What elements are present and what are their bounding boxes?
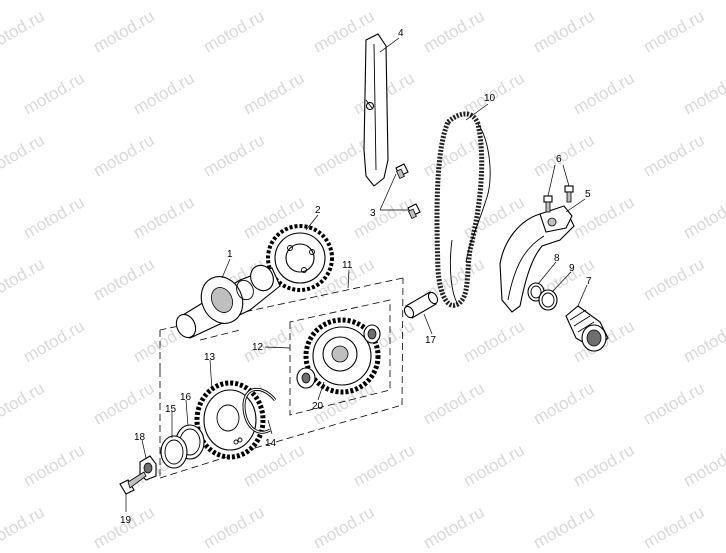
callout-9: 9 <box>569 263 575 274</box>
bolt-part-3-a <box>395 163 409 180</box>
callout-3: 3 <box>370 208 376 219</box>
assembly-box-inner <box>199 299 391 416</box>
bolt-part-6-a <box>543 195 553 213</box>
bearing-part-20-right <box>363 324 381 344</box>
callout-18: 18 <box>134 432 146 443</box>
callout-10: 10 <box>484 93 496 104</box>
cam-sprocket-part-2 <box>266 224 334 292</box>
bearing-part-20-left <box>296 367 316 389</box>
callout-12: 12 <box>252 342 264 353</box>
callout-11: 11 <box>342 260 353 271</box>
gear-part-13 <box>194 380 266 460</box>
callout-16: 16 <box>180 392 192 403</box>
tensioner-arm-part-5 <box>499 205 575 313</box>
camshaft-part-1 <box>175 264 281 339</box>
callout-2: 2 <box>315 205 321 216</box>
callout-15: 15 <box>165 404 177 415</box>
bolt-part-6-b <box>564 185 574 203</box>
callout-13: 13 <box>204 352 216 363</box>
circlip-part-14 <box>242 388 277 434</box>
callout-6: 6 <box>556 154 562 165</box>
timing-chain-part-10 <box>434 111 491 308</box>
chain-guide-part-4 <box>363 33 389 187</box>
callout-14: 14 <box>265 438 277 449</box>
leader-lines <box>125 37 588 512</box>
bolt-part-19 <box>119 471 147 495</box>
callout-8: 8 <box>554 253 560 264</box>
callout-7: 7 <box>586 276 592 287</box>
o-ring-part-9 <box>538 289 558 311</box>
callout-1: 1 <box>227 249 233 260</box>
callout-19: 19 <box>120 515 132 526</box>
callout-4: 4 <box>398 28 404 39</box>
callout-5: 5 <box>585 189 591 200</box>
tensioner-body-part-7 <box>565 305 609 352</box>
callout-20: 20 <box>312 401 324 412</box>
idler-gear-part-20 <box>303 317 381 395</box>
washer-part-15 <box>160 435 188 469</box>
callout-labels: 4 2 3 10 1 6 5 8 9 7 11 12 13 14 15 16 1… <box>120 28 592 526</box>
shaft-part-17 <box>403 291 439 319</box>
assembly-box-outer <box>159 277 404 479</box>
callout-17: 17 <box>425 335 437 346</box>
bolt-part-3-b <box>407 203 421 220</box>
